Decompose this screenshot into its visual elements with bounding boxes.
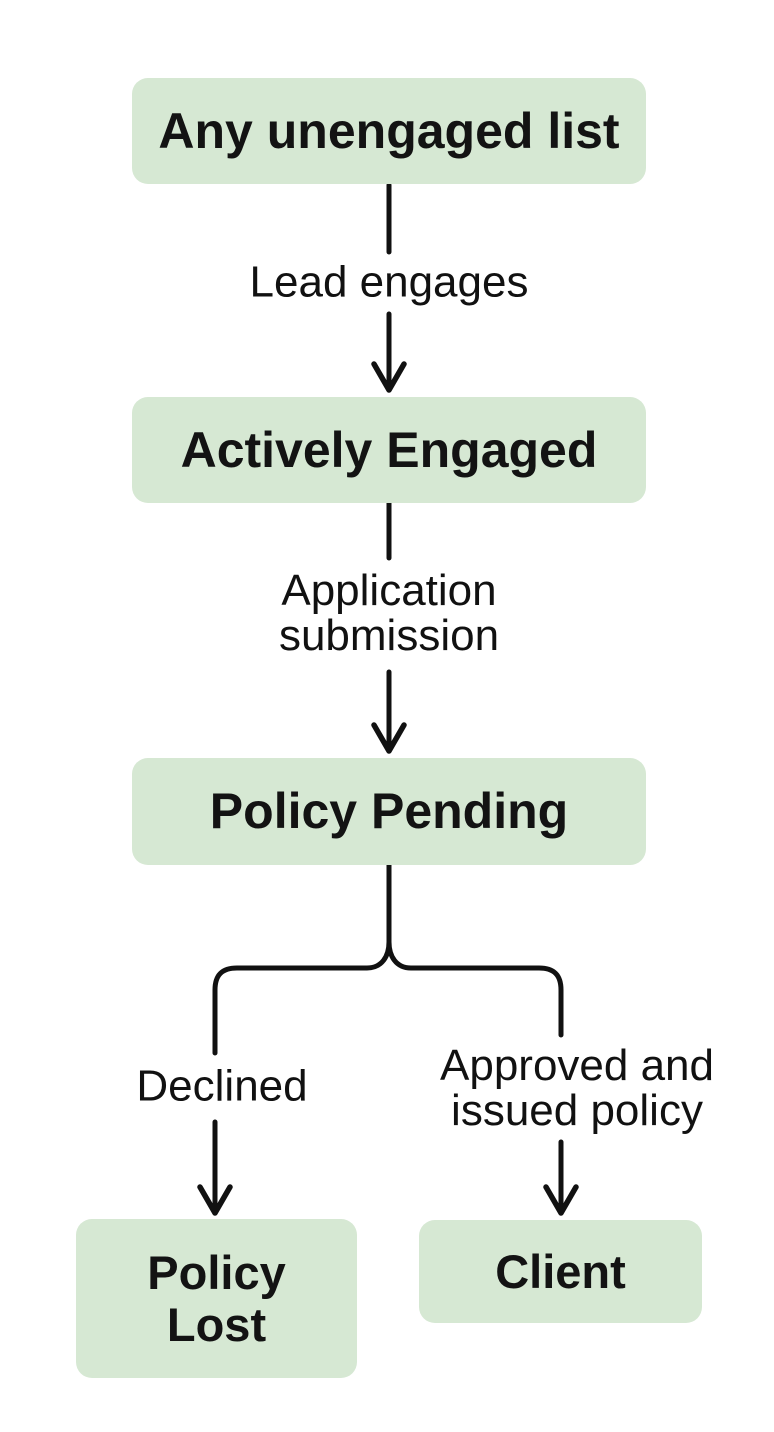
- edge-label-lead-engages: Lead engages: [249, 257, 529, 307]
- node-label: Policy Pending: [209, 783, 569, 839]
- node-any-unengaged-list: Any unengaged list: [132, 78, 646, 184]
- edge-label-declined: Declined: [136, 1061, 308, 1111]
- arrowhead-to-policy-pending: [371, 722, 407, 754]
- arrowhead-to-actively-engaged: [371, 361, 407, 393]
- arrowhead-to-client: [543, 1184, 579, 1216]
- branch-left-curve: [212, 939, 392, 1056]
- edge-label-application-submission: Application submission: [278, 566, 500, 660]
- node-actively-engaged: Actively Engaged: [132, 397, 646, 503]
- arrowhead-to-policy-lost: [197, 1184, 233, 1216]
- branch-right-curve: [386, 939, 564, 1038]
- node-policy-pending: Policy Pending: [132, 758, 646, 865]
- edge-label-approved-and-issued-policy: Approved and issued policy: [440, 1041, 714, 1135]
- node-label: Client: [495, 1244, 626, 1298]
- node-label: Actively Engaged: [180, 421, 598, 478]
- node-policy-lost: Policy Lost: [76, 1219, 357, 1378]
- node-client: Client: [419, 1220, 702, 1323]
- node-label: Any unengaged list: [158, 102, 620, 159]
- node-label: Policy Lost: [147, 1245, 286, 1351]
